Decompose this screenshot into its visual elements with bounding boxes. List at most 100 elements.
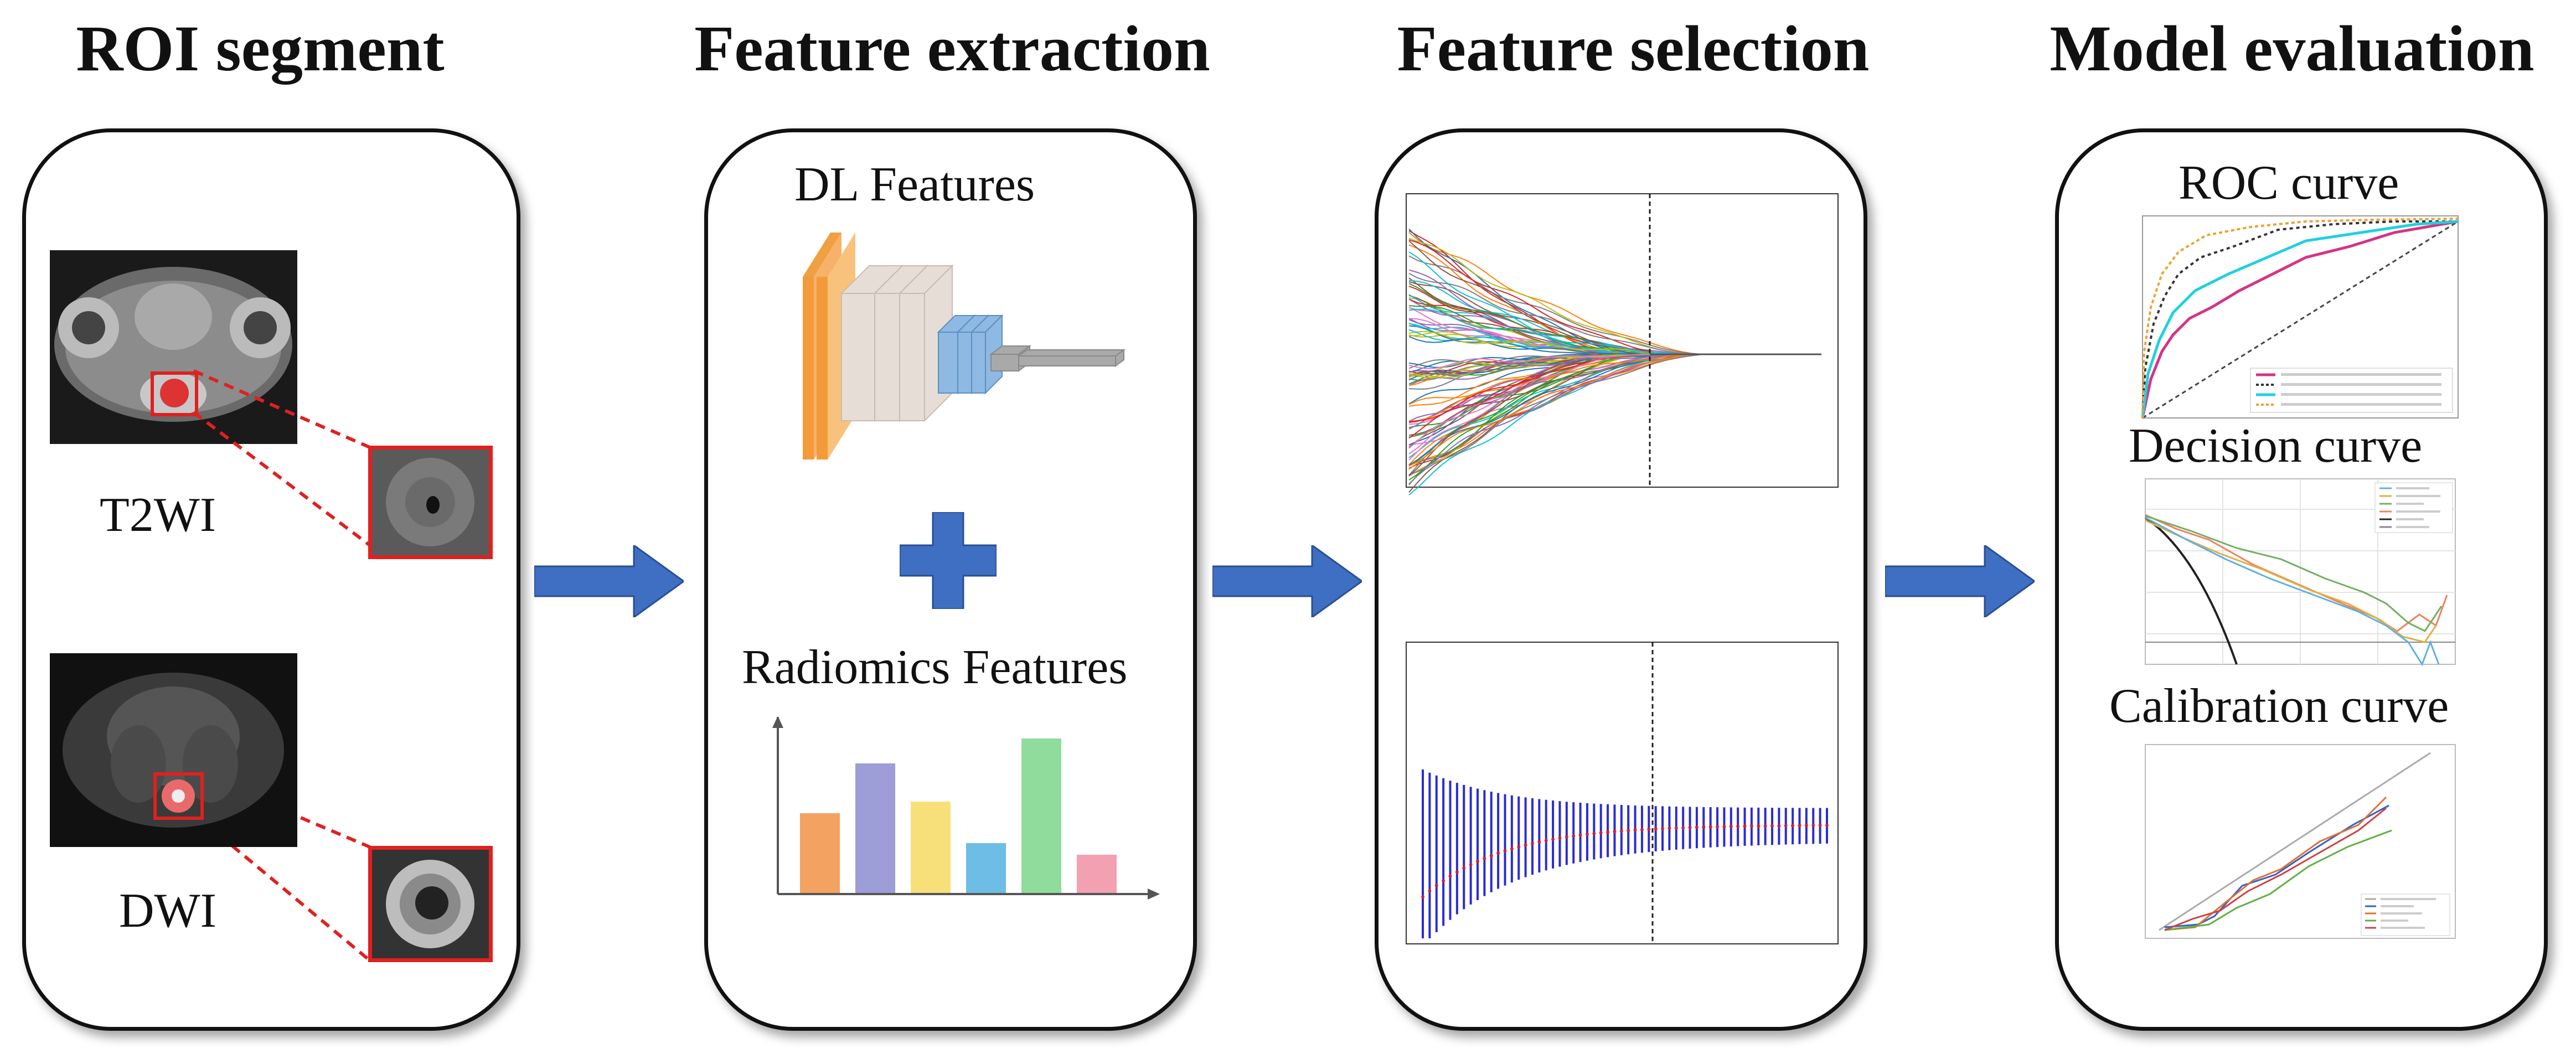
radiomics-bar-icon: [772, 717, 1160, 900]
mse-point: [1565, 835, 1568, 839]
mse-point: [1633, 828, 1637, 832]
mse-point: [1510, 847, 1514, 851]
radiomics-bar: [911, 802, 951, 893]
mse-point: [1503, 849, 1507, 853]
mse-point: [1708, 825, 1712, 829]
lasso-path: [1408, 230, 1616, 355]
lasso-path: [1408, 305, 1650, 355]
lasso-path: [1408, 354, 1679, 495]
radiomics-bar: [855, 763, 895, 893]
mse-point: [1448, 874, 1452, 878]
mse-point: [1702, 825, 1706, 829]
flow-arrow-2: [1212, 545, 1362, 617]
stage-title-selection: Feature selection: [1397, 12, 1870, 85]
mse-point: [1640, 828, 1644, 831]
lasso-path: [1408, 232, 1702, 355]
mse-point: [1572, 834, 1576, 838]
mse-point: [1784, 824, 1788, 828]
calibration-curve-label: Calibration curve: [2109, 679, 2449, 733]
mse-point: [1777, 824, 1781, 828]
mse-point: [1811, 824, 1815, 828]
mse-point: [1524, 843, 1527, 847]
lasso-path: [1408, 354, 1634, 423]
mse-point: [1736, 824, 1740, 828]
mse-point: [1798, 824, 1801, 828]
mse-point: [1483, 856, 1486, 860]
lasso-path: [1408, 354, 1597, 476]
mse-point: [1592, 831, 1596, 835]
mse-point: [1613, 830, 1617, 834]
mse-point: [1818, 823, 1822, 827]
mse-point: [1558, 836, 1562, 840]
mse-point: [1606, 830, 1610, 834]
mse-point: [1551, 837, 1555, 841]
mse-point: [1475, 859, 1479, 863]
mse-point: [1674, 826, 1678, 830]
mse-point: [1791, 824, 1795, 828]
lasso-path: [1408, 354, 1634, 481]
lasso-path: [1408, 354, 1687, 436]
mse-point: [1619, 829, 1623, 833]
dl-features-label: DL Features: [794, 158, 1035, 211]
lasso-path: [1408, 244, 1624, 355]
mse-point: [1517, 845, 1521, 849]
mse-point: [1688, 825, 1692, 829]
lasso-path: [1408, 322, 1646, 355]
stage-title-extraction: Feature extraction: [694, 12, 1210, 85]
lasso-path: [1408, 354, 1702, 375]
mse-point: [1434, 884, 1438, 887]
lasso-path: [1408, 354, 1672, 369]
mse-point: [1825, 823, 1829, 827]
mse-point: [1599, 831, 1603, 835]
t2wi-label: T2WI: [100, 488, 216, 542]
mse-point: [1763, 824, 1767, 828]
mse-point: [1455, 870, 1459, 874]
lasso-path: [1408, 354, 1628, 449]
lasso-path: [1408, 336, 1641, 355]
mse-point: [1428, 889, 1432, 893]
lasso-path: [1408, 239, 1670, 355]
mse-point: [1469, 862, 1473, 866]
flow-arrow-1: [534, 545, 684, 617]
mse-point: [1627, 829, 1630, 833]
mse-point: [1489, 854, 1493, 858]
mse-point: [1654, 827, 1658, 831]
radiomics-bar: [800, 813, 840, 893]
roc-curve-plot: [2141, 215, 2459, 419]
mse-point: [1749, 824, 1753, 828]
radiomics-features-label: Radiomics Features: [742, 641, 1128, 694]
decision-curve-plot: [2144, 478, 2456, 667]
mse-point: [1716, 825, 1720, 829]
mse-point: [1770, 824, 1774, 828]
dwi-image: [50, 653, 297, 847]
stage-title-roi: ROI segment: [76, 12, 445, 85]
mse-point: [1695, 825, 1699, 829]
lasso-path: [1408, 228, 1631, 355]
plus-icon: [900, 512, 997, 609]
lasso-path: [1408, 354, 1694, 467]
dwi-zoom: [368, 846, 493, 962]
mse-point: [1743, 824, 1747, 828]
lasso-path: [1408, 272, 1696, 355]
mse-point: [1544, 839, 1548, 843]
stage-title-evaluation: Model evaluation: [2050, 12, 2534, 85]
lasso-path: [1408, 240, 1641, 355]
lasso-coefficient-plot: [1406, 193, 1839, 495]
mse-point: [1729, 824, 1733, 828]
mse-point: [1442, 879, 1446, 882]
lasso-path: [1408, 354, 1661, 485]
mse-point: [1462, 866, 1466, 870]
lasso-path: [1408, 354, 1595, 448]
mse-point: [1647, 827, 1651, 831]
calibration-curve-plot: [2145, 744, 2456, 939]
mse-point: [1530, 841, 1534, 845]
lasso-path: [1408, 308, 1686, 355]
roc-curve-label: ROC curve: [2178, 156, 2399, 210]
radiomics-bar: [1077, 855, 1117, 893]
cnn-icon: [803, 233, 1126, 459]
lasso-path: [1408, 354, 1602, 477]
lasso-path: [1408, 237, 1690, 355]
lasso-mse-plot: [1406, 642, 1839, 944]
mse-point: [1496, 851, 1500, 855]
mse-point: [1578, 833, 1582, 837]
